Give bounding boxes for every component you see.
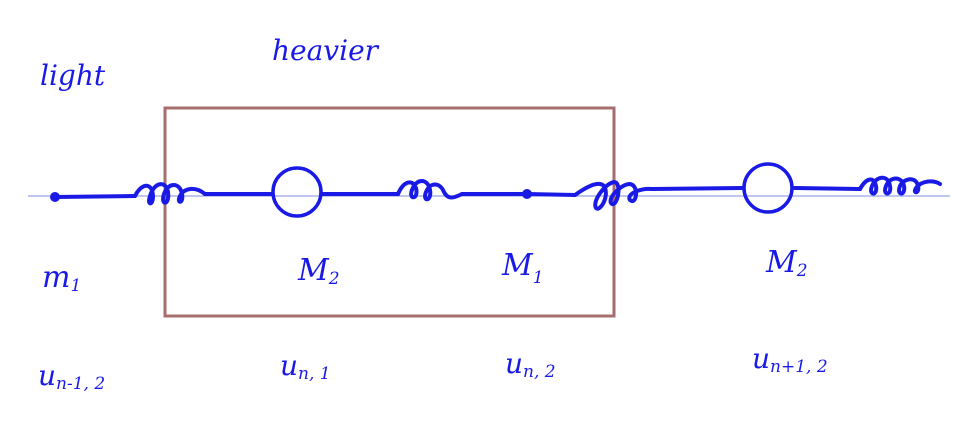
label-light: light xyxy=(40,59,106,92)
mass-label: M2 xyxy=(765,245,808,281)
spring xyxy=(133,182,207,206)
label-heavier: heavier xyxy=(272,34,380,67)
chain-rod xyxy=(53,194,137,199)
spring xyxy=(573,180,654,211)
mass-m1-small xyxy=(50,192,60,202)
mass-label: M1 xyxy=(501,248,544,288)
displacement-label: un+1, 2 xyxy=(752,342,828,377)
chain-rod xyxy=(650,186,744,191)
chain-rod xyxy=(793,186,862,191)
displacement-label: un, 2 xyxy=(505,347,556,382)
displacement-label: un, 1 xyxy=(280,349,331,384)
mass-label: M2 xyxy=(297,253,340,289)
mass-label: m1 xyxy=(42,260,81,296)
displacement-label: un-1, 2 xyxy=(38,359,105,394)
mass-m2-large xyxy=(271,166,323,218)
spring xyxy=(396,179,464,202)
mass-m1-small-cell xyxy=(522,189,532,199)
unit-cell-box xyxy=(163,106,616,318)
mass-m2-large-right xyxy=(742,162,794,214)
chain-rod xyxy=(460,192,577,197)
spring xyxy=(858,175,942,196)
